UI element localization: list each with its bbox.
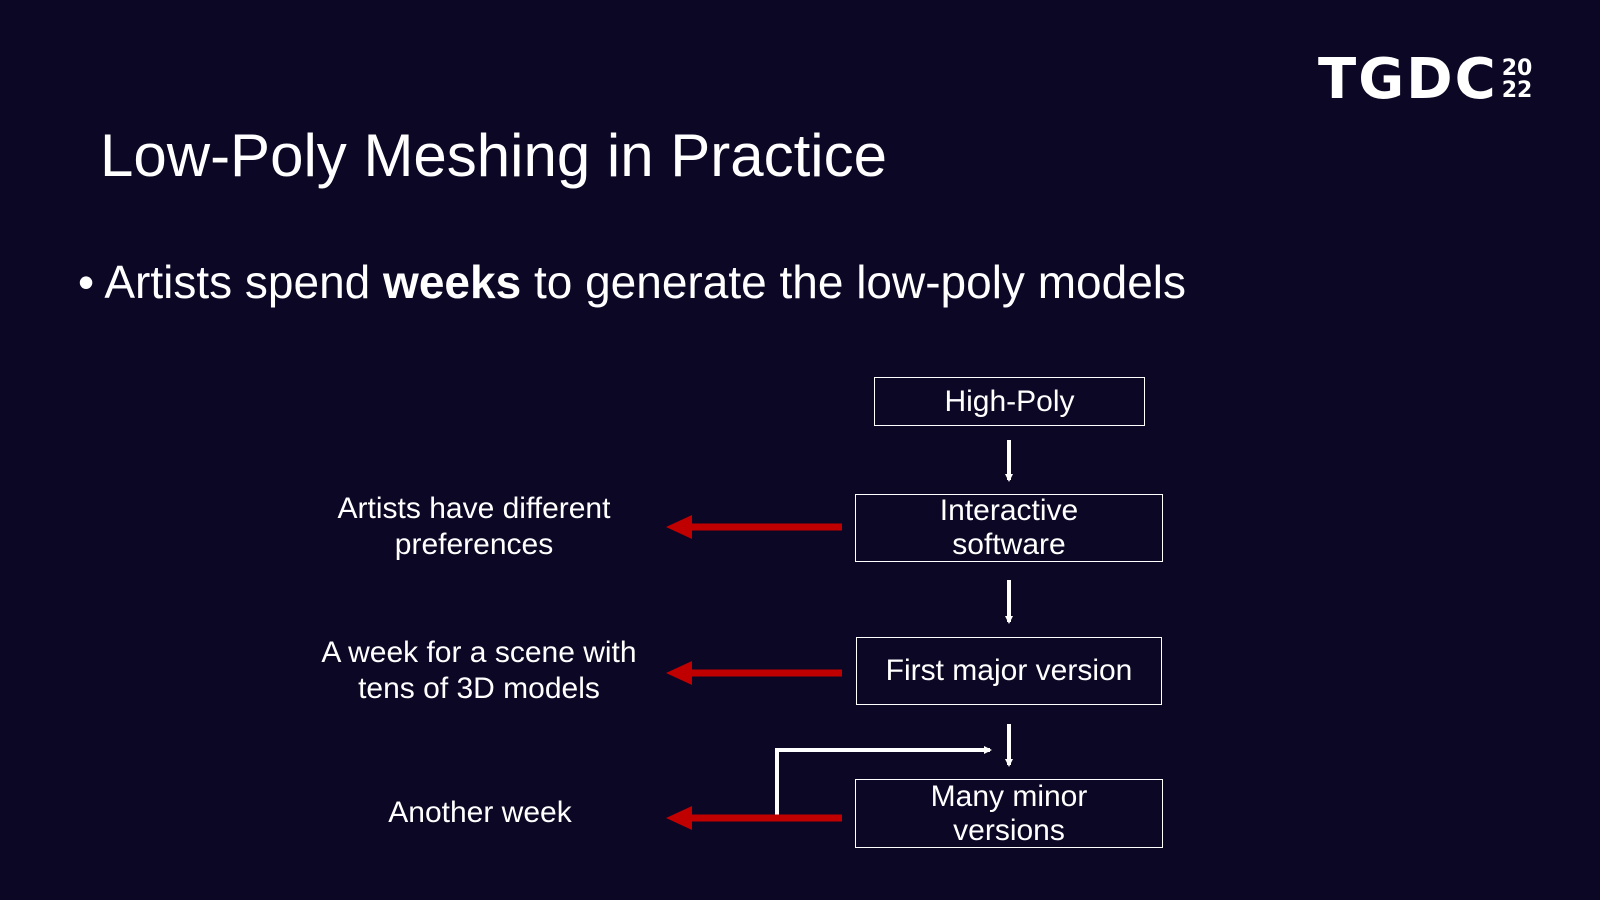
note-another-week: Another week [330, 795, 630, 831]
note-preferences: Artists have different preferences [300, 491, 648, 563]
cost-arrow-2-head [666, 661, 692, 685]
bullet-text-bold: weeks [383, 256, 522, 308]
box-first-major-label: First major version [885, 654, 1133, 687]
box-high-poly: High-Poly [874, 377, 1145, 426]
cost-arrow-1-head [666, 515, 692, 539]
box-interactive-line1: Interactive [939, 494, 1079, 527]
box-interactive-software: Interactive software [855, 494, 1163, 562]
loop-arrow [775, 746, 992, 818]
note-preferences-line2: preferences [394, 528, 554, 561]
tgdc-2022-logo: TGDC 20 22 [1318, 52, 1532, 108]
cost-arrow-3-head [666, 806, 692, 830]
bullet-dot: • [78, 256, 105, 308]
note-preferences-line1: Artists have different [337, 492, 611, 525]
note-week: A week for a scene with tens of 3D model… [296, 635, 662, 707]
logo-year: 20 22 [1502, 58, 1533, 102]
box-first-major-version: First major version [856, 637, 1162, 705]
box-many-minor-line1: Many minor [930, 779, 1088, 813]
logo-year-bottom: 22 [1501, 78, 1533, 103]
box-interactive-line2: software [952, 528, 1066, 561]
box-many-minor-line2: versions [953, 813, 1065, 847]
logo-year-top: 20 [1501, 56, 1533, 81]
note-another-week-text: Another week [388, 796, 572, 829]
note-week-line2: tens of 3D models [358, 672, 600, 705]
box-high-poly-label: High-Poly [944, 384, 1075, 418]
bullet-text-before: Artists spend [104, 256, 384, 308]
box-many-minor-versions: Many minor versions [855, 779, 1163, 848]
bullet-point: • Artists spend weeks to generate the lo… [78, 252, 1186, 312]
logo-text: TGDC [1318, 47, 1498, 112]
note-week-line1: A week for a scene with [321, 636, 637, 669]
slide-title: Low-Poly Meshing in Practice [100, 122, 888, 189]
bullet-text-after: to generate the low-poly models [521, 256, 1186, 308]
